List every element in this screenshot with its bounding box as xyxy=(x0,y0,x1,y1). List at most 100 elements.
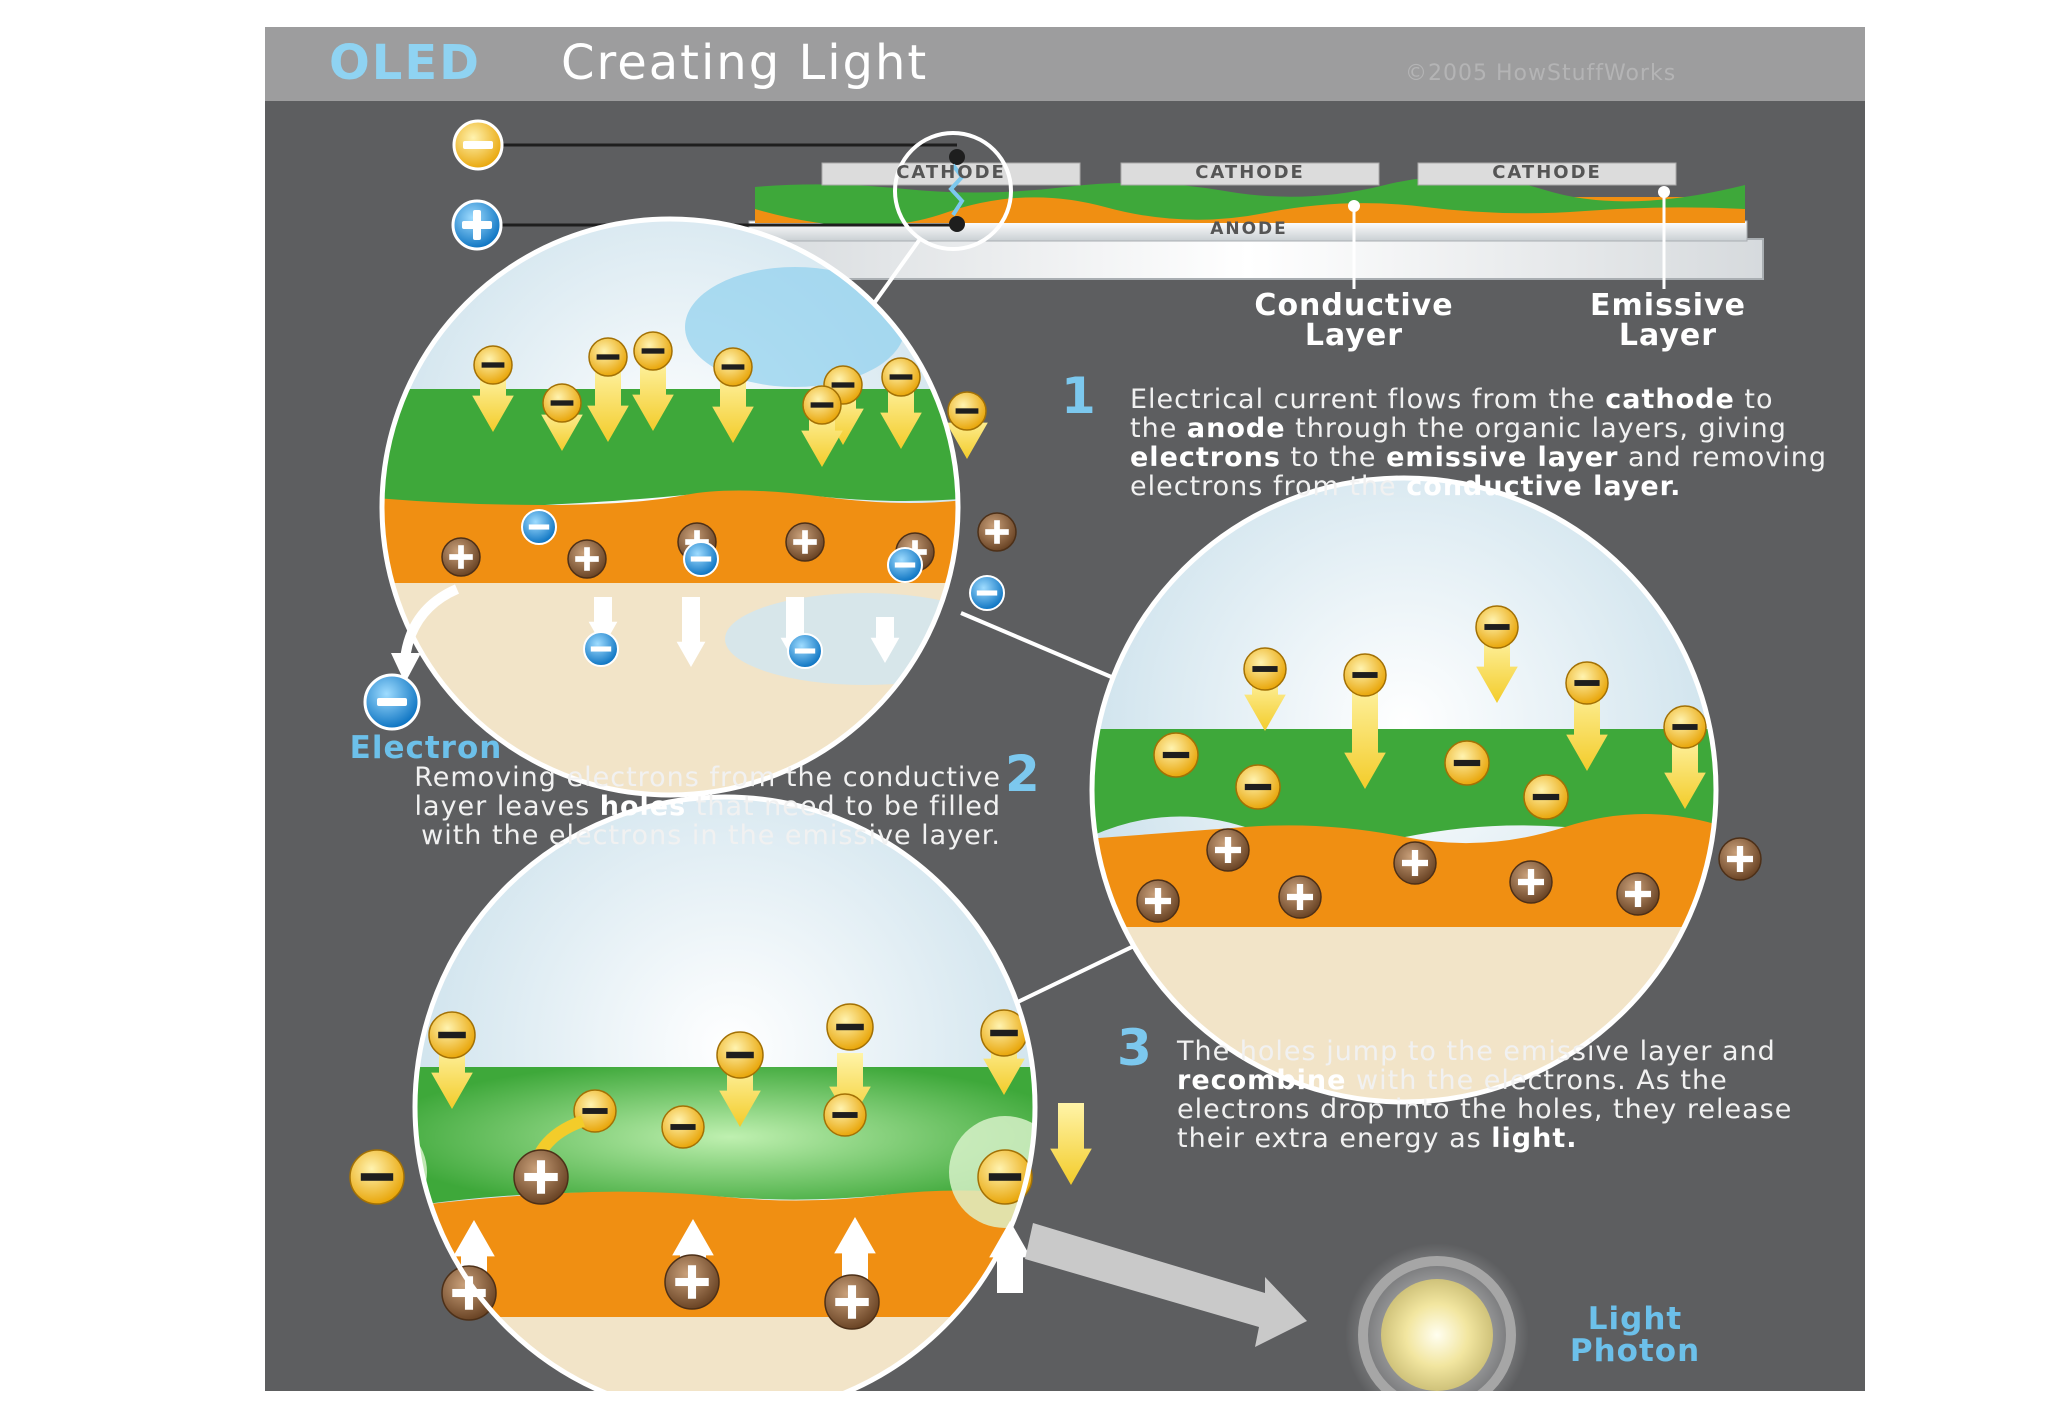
step-3-text-part: The holes jump to the emissive layer and xyxy=(1177,1036,1776,1067)
minus-circle-icon xyxy=(452,119,504,171)
down-arrow xyxy=(712,369,754,443)
plus-particle-icon xyxy=(1616,872,1660,916)
blue-electron-icon xyxy=(787,633,823,669)
step-1-text-part: electrons xyxy=(1130,442,1281,473)
step1-circle-border xyxy=(379,216,961,798)
minus-particle-icon xyxy=(1444,740,1490,786)
minus-particle-icon xyxy=(573,1089,617,1133)
emissive-pointer-dot xyxy=(1658,186,1670,198)
step2-particles xyxy=(1136,605,1762,923)
minus-particle-icon xyxy=(588,337,628,377)
minus-particle-icon xyxy=(1523,774,1569,820)
cathode-label-3: CATHODE xyxy=(1492,162,1602,183)
down-arrow xyxy=(801,407,843,467)
plus-particle-icon xyxy=(1393,841,1437,885)
minus-particle-icon xyxy=(1475,605,1519,649)
minus-particle-icon xyxy=(1153,732,1199,778)
electron-label: Electron xyxy=(349,730,503,766)
minus-particle-icon xyxy=(947,391,987,431)
down-arrow xyxy=(829,1053,871,1123)
plus-particle-icon xyxy=(441,537,481,577)
step2-magnified-view xyxy=(1089,475,1762,1105)
electron-exit-arrow xyxy=(400,584,460,660)
anode-label: ANODE xyxy=(1210,219,1288,239)
down-arrow xyxy=(719,1061,761,1127)
plus-particle-icon xyxy=(513,1149,569,1205)
step-3-text-part: recombine xyxy=(1177,1065,1347,1096)
step2-circle-border xyxy=(1089,475,1719,1105)
electron-exit-arrowhead xyxy=(391,653,421,683)
minus-particle-icon xyxy=(1663,705,1707,749)
minus-particle-icon xyxy=(823,1093,867,1137)
oled-poster: OLED Creating Light ©2005 HowStuffWorks xyxy=(265,27,1865,1391)
down-arrow xyxy=(1476,633,1518,703)
title-highlight: OLED xyxy=(329,35,482,91)
plus-particle-icon xyxy=(664,1254,720,1310)
step-1-text-part: anode xyxy=(1186,413,1286,444)
emissive-strip xyxy=(755,176,1745,227)
plus-particle-icon xyxy=(1278,875,1322,919)
plus-particle-icon xyxy=(1718,837,1762,881)
up-arrow xyxy=(989,1221,1031,1293)
emissive-layer-callout: Emissive Layer xyxy=(1533,291,1803,351)
step-1-description: Electrical current flows from the cathod… xyxy=(1130,385,1830,501)
positive-contact xyxy=(949,216,965,232)
cathode-label-1: CATHODE xyxy=(896,162,1006,183)
step-1-text-part: and removing electrons from the xyxy=(1130,442,1828,502)
conductive-pointer-dot xyxy=(1348,200,1360,212)
down-arrow xyxy=(1344,679,1386,789)
step1-particles xyxy=(441,331,1017,669)
down-arrow xyxy=(880,379,922,449)
down-arrow xyxy=(676,597,706,667)
title-bar: OLED Creating Light ©2005 HowStuffWorks xyxy=(265,27,1865,101)
down-arrow xyxy=(1050,1103,1092,1185)
down-arrow xyxy=(1244,675,1286,731)
step-2-text-part: Removing electrons from the conductive l… xyxy=(414,762,1001,822)
down-arrow xyxy=(632,357,674,431)
cathode-block-1 xyxy=(821,162,1081,186)
blue-electron-icon xyxy=(969,575,1005,611)
minus-particle-icon xyxy=(349,1149,405,1205)
minus-particle-icon xyxy=(1565,661,1609,705)
step-2-text-part: that need to be filled with the electron… xyxy=(421,791,1001,851)
plus-particle-icon xyxy=(1206,828,1250,872)
step-1-number: 1 xyxy=(1061,367,1096,425)
step-3-text-part: light. xyxy=(1491,1123,1578,1154)
photon-arrow xyxy=(1025,1223,1307,1347)
down-arrow xyxy=(1664,733,1706,809)
blue-electron-icon xyxy=(683,541,719,577)
step-1-text-part: conductive layer. xyxy=(1406,471,1682,502)
down-arrow xyxy=(587,362,629,442)
title-text: Creating Light xyxy=(561,35,929,91)
electron-legend-icon xyxy=(363,673,421,731)
step-3-number: 3 xyxy=(1117,1019,1152,1077)
minus-particle-icon xyxy=(826,1003,874,1051)
plus-particle-icon xyxy=(441,1265,497,1321)
step-2-description: Removing electrons from the conductive l… xyxy=(381,763,1001,850)
glass-substrate xyxy=(732,238,1764,280)
down-arrow xyxy=(472,372,514,432)
step-1-text-part: cathode xyxy=(1605,384,1735,415)
emissive-layer-line-2: Layer xyxy=(1618,318,1718,353)
plus-particle-icon xyxy=(1136,879,1180,923)
conductive-layer-callout: Conductive Layer xyxy=(1219,291,1489,351)
copyright-notice: ©2005 HowStuffWorks xyxy=(1405,61,1677,86)
minus-particle-icon xyxy=(713,347,753,387)
step3-circle-border xyxy=(412,794,1038,1391)
step-3-description: The holes jump to the emissive layer and… xyxy=(1177,1037,1847,1153)
step-1-text-part: Electrical current flows from the xyxy=(1130,384,1606,415)
plus-particle-icon xyxy=(1509,860,1553,904)
step-1-text-part: through the organic layers, giving xyxy=(1285,413,1787,444)
conductive-layer-line-2: Layer xyxy=(1304,318,1404,353)
connector-1-2 xyxy=(960,611,1136,689)
light-glow-icon xyxy=(1345,1243,1529,1391)
plus-particle-icon xyxy=(785,522,825,562)
minus-particle-icon xyxy=(802,385,842,425)
minus-particle-icon xyxy=(542,383,582,423)
light-photon-line-2: Photon xyxy=(1569,1333,1701,1369)
minus-particle-icon xyxy=(977,1149,1033,1205)
cathode-block-3 xyxy=(1417,162,1677,186)
light-photon-label: Light Photon xyxy=(1515,1303,1755,1367)
plus-particle-icon xyxy=(567,539,607,579)
step-2-text-part: holes xyxy=(599,791,687,822)
